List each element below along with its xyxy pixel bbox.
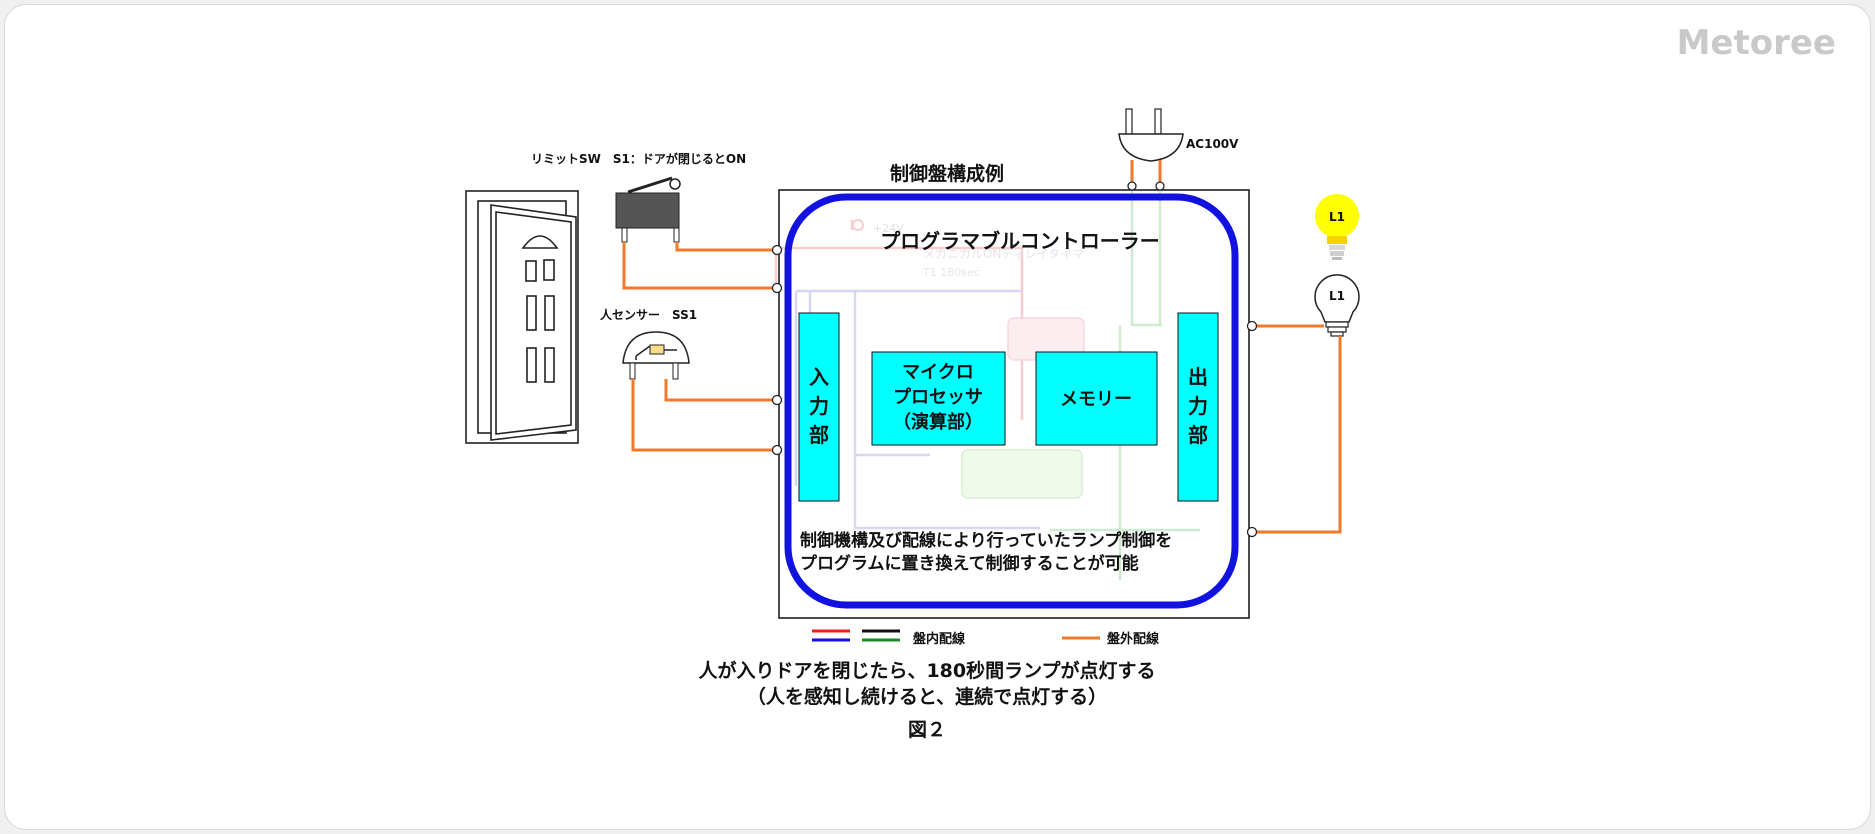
plc-outline bbox=[784, 193, 1239, 609]
output-label-3: 部 bbox=[1188, 423, 1208, 447]
output-label-2: 力 bbox=[1188, 394, 1208, 418]
output-block bbox=[1177, 312, 1219, 502]
ghost-24v-label: +24V bbox=[873, 222, 904, 235]
note-line-1: 制御機構及び配線により行っていたランプ制御を bbox=[800, 530, 1172, 551]
cpu-block bbox=[871, 351, 1006, 446]
memory-label: メモリー bbox=[1060, 389, 1132, 410]
power-label: AC100V bbox=[1186, 137, 1239, 151]
figure-number: 図２ bbox=[908, 719, 946, 741]
legend-internal-label: 盤内配線 bbox=[912, 631, 966, 647]
caption-line-2: （人を感知し続けると、連続で点灯する） bbox=[747, 685, 1107, 708]
human-sensor-icon bbox=[622, 331, 690, 380]
power-plug-icon bbox=[1118, 108, 1184, 191]
panel-terminals bbox=[771, 244, 1258, 538]
memory-block bbox=[1035, 351, 1158, 446]
caption-line-1: 人が入りドアを閉じたら、180秒間ランプが点灯する bbox=[698, 659, 1155, 682]
input-label-2: 力 bbox=[809, 394, 829, 418]
ghost-timer-label: メカニカルONディレイタイマ bbox=[923, 246, 1084, 261]
input-block bbox=[798, 312, 840, 502]
input-label-1: 入 bbox=[809, 365, 829, 389]
cpu-label-3: （演算部） bbox=[893, 411, 983, 433]
brand-logo: Metoree bbox=[1677, 23, 1836, 63]
panel-title: 制御盤構成例 bbox=[890, 162, 1004, 185]
lamp-off-icon bbox=[1314, 274, 1360, 337]
limit-switch-icon bbox=[615, 176, 681, 243]
legend: 盤内配線 盤外配線 bbox=[812, 629, 1160, 647]
input-label-3: 部 bbox=[809, 423, 829, 447]
note-line-2: プログラムに置き換えて制御することが可能 bbox=[800, 553, 1139, 574]
door-drawing bbox=[465, 190, 579, 444]
legend-external-label: 盤外配線 bbox=[1106, 631, 1160, 647]
limit-switch-label: リミットSW S1：ドアが閉じるとON bbox=[531, 151, 746, 166]
external-wiring bbox=[622, 242, 1342, 534]
lamp-on-icon bbox=[1315, 194, 1359, 260]
human-sensor-label: 人センサー SS1 bbox=[600, 307, 697, 322]
lamp-on-label: L1 bbox=[1329, 210, 1345, 224]
cpu-label-1: マイクロ bbox=[902, 362, 974, 383]
ghost-timer-value: T1 180sec bbox=[922, 266, 980, 279]
output-label-1: 出 bbox=[1188, 365, 1208, 389]
cpu-label-2: プロセッサ bbox=[893, 386, 983, 408]
lamp-off-label: L1 bbox=[1329, 289, 1345, 303]
plc-title: プログラマブルコントローラー bbox=[880, 229, 1160, 253]
